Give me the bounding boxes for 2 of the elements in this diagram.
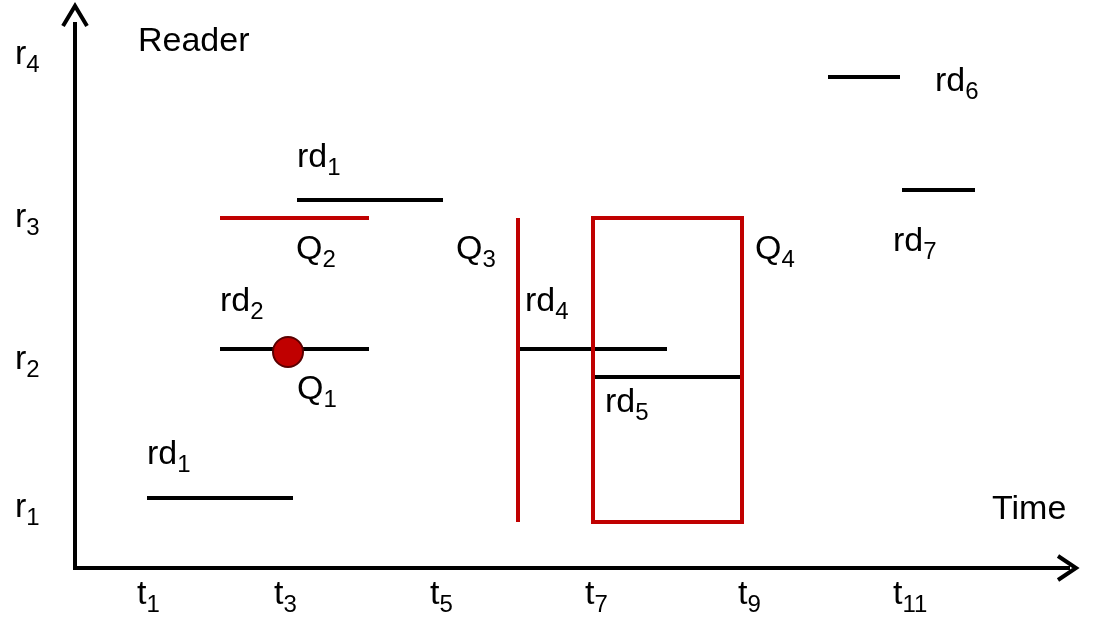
axis-label: Reader <box>138 22 250 56</box>
axis-label: Time <box>992 490 1067 524</box>
